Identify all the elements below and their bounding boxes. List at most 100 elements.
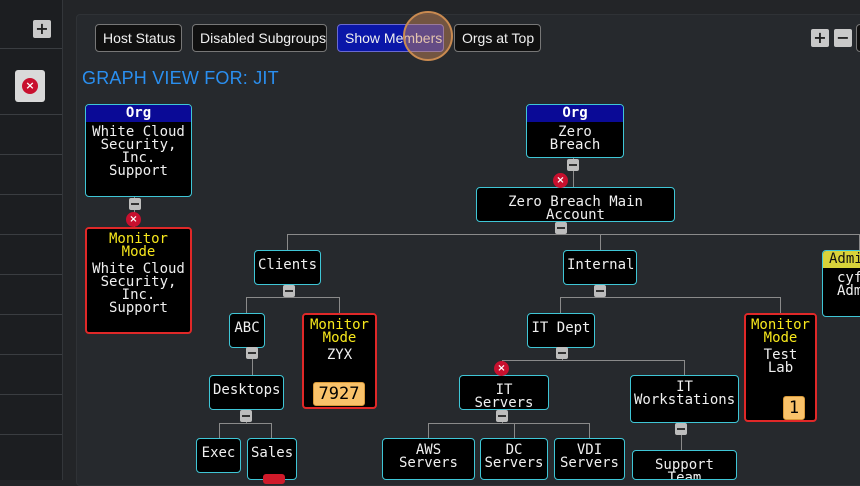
node-label: Zero Breach [549,124,601,153]
node-label: Test Lab [763,347,798,376]
group-node-exec[interactable]: Exec [196,438,241,473]
node-header: Monitor Mode [746,315,815,345]
remove-link-icon[interactable]: × [553,173,568,188]
close-panel-button[interactable]: × [15,70,45,102]
admin-node-partial[interactable]: Admi cyf Admi [822,250,860,317]
disabled-subgroups-button[interactable]: Disabled Subgroups [192,24,327,52]
group-node-aws-servers[interactable]: AWS Servers [382,438,475,480]
connector [271,423,272,438]
group-node-dc-servers[interactable]: DC Servers [480,438,548,480]
node-label: AWS Servers [398,442,458,471]
member-count-badge: 1 [783,396,805,420]
group-node-support-team[interactable]: Support Team [632,450,737,480]
collapse-toggle[interactable] [496,410,508,422]
remove-link-icon[interactable]: × [494,361,509,376]
node-label: Desktops [213,382,281,398]
panel-divider [0,394,62,395]
node-label: Clients [258,257,318,273]
connector [287,234,860,235]
panel-divider [0,314,62,315]
collapse-toggle[interactable] [567,159,579,171]
group-node-abc[interactable]: ABC [229,313,265,348]
connector [514,423,515,438]
connector [246,297,247,313]
connector [560,297,781,298]
group-node-vdi-servers[interactable]: VDI Servers [554,438,625,480]
monitor-node-test-lab[interactable]: Monitor Mode Test Lab [744,313,817,422]
group-node-zero-breach-main[interactable]: Zero Breach Main Account [476,187,675,222]
collapse-toggle[interactable] [594,285,606,297]
node-header: Monitor Mode [304,315,375,345]
connector [219,423,220,438]
node-label: IT Dept [531,320,591,336]
group-node-it-servers[interactable]: IT Servers [459,375,549,410]
connector [600,234,601,251]
connector [684,360,685,375]
toolbar-button-partial[interactable] [856,24,860,52]
panel-divider [0,274,62,275]
connector [780,297,781,313]
group-node-internal[interactable]: Internal [563,250,637,285]
node-label: Internal [567,257,635,273]
group-node-it-dept[interactable]: IT Dept [527,313,595,348]
node-label: Support Team [654,457,714,480]
org-node-zero-breach[interactable]: Org Zero Breach [526,104,624,158]
collapse-toggle[interactable] [283,285,295,297]
collapse-all-button[interactable]: − [834,29,852,47]
monitor-node-white-cloud[interactable]: Monitor Mode White Cloud Security, Inc. … [85,227,192,334]
panel-divider [0,234,62,235]
orgs-at-top-button[interactable]: Orgs at Top [454,24,541,52]
connector [573,157,574,188]
node-label: VDI Servers [559,442,619,471]
collapse-toggle[interactable] [240,410,252,422]
node-label: Sales [251,445,294,461]
connector [428,423,429,438]
connector [246,297,340,298]
connector [287,234,288,251]
node-label: cyf Admi [837,270,860,299]
expand-all-button[interactable]: + [811,29,829,47]
collapse-toggle[interactable] [129,198,141,210]
collapse-toggle[interactable] [675,423,687,435]
connector [252,347,253,375]
node-label: IT Servers [474,382,534,410]
panel-divider [0,154,62,155]
panel-divider [0,354,62,355]
node-label: ABC [234,320,260,336]
panel-divider [0,114,62,115]
close-icon: × [22,78,38,94]
node-label: White Cloud Security, Inc. Support [92,261,185,316]
connector [428,423,589,424]
panel-divider [0,434,62,435]
node-label: IT Workstations [634,379,736,408]
group-node-clients[interactable]: Clients [254,250,321,285]
remove-link-icon[interactable]: × [126,212,141,227]
connector [502,360,684,361]
click-highlight [403,11,453,61]
node-header: Org [86,105,191,122]
node-header: Org [527,105,623,122]
panel-divider [0,194,62,195]
panel-divider [0,48,62,49]
collapse-toggle[interactable] [555,222,567,234]
connector [339,297,340,313]
member-count-badge: 7927 [313,382,365,406]
connector [560,297,561,313]
connector [681,423,682,451]
node-label: Exec [201,445,236,461]
node-header: Monitor Mode [87,229,190,259]
node-label: DC Servers [484,442,544,471]
collapse-toggle[interactable] [246,347,258,359]
host-status-button[interactable]: Host Status [95,24,182,52]
node-label: Zero Breach Main Account [508,194,643,222]
group-node-desktops[interactable]: Desktops [209,375,284,410]
group-node-it-workstations[interactable]: IT Workstations [630,375,739,423]
org-node-white-cloud[interactable]: Org White Cloud Security, Inc. Support [85,104,192,197]
add-button[interactable]: + [33,20,51,38]
status-badge [263,474,285,484]
node-header: Admi [823,251,860,268]
node-label: ZYX [326,347,353,363]
connector [219,423,272,424]
collapse-toggle[interactable] [556,347,568,359]
left-panel: + × [0,0,63,480]
